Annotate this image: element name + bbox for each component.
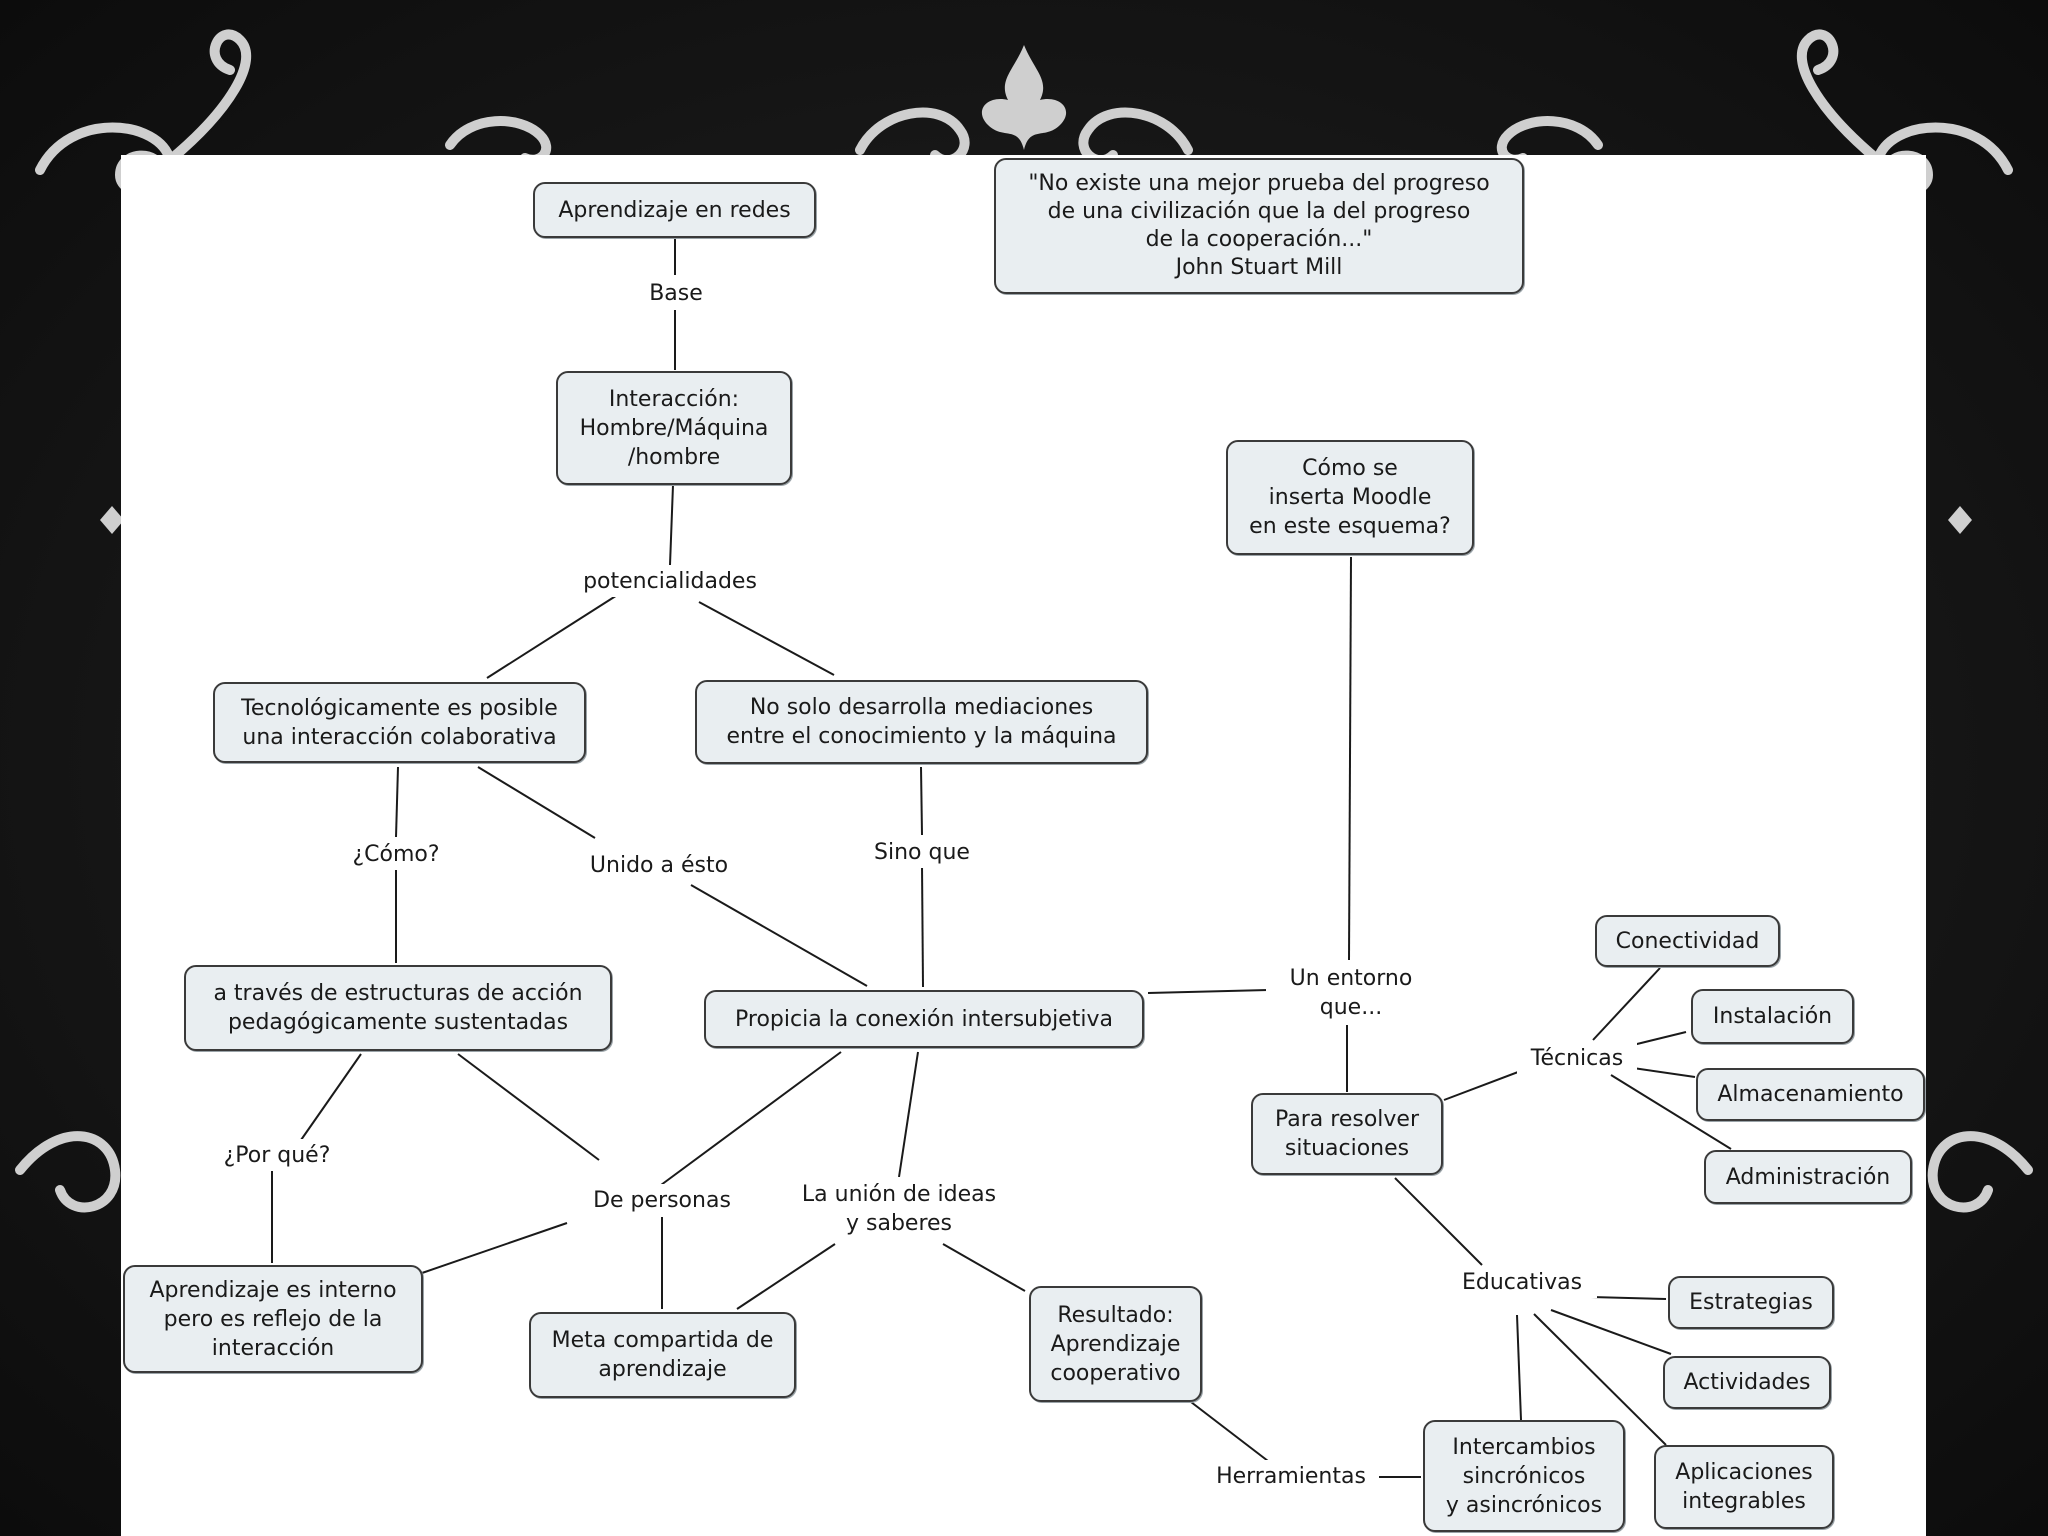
- ornament-mid-right-curl: [1496, 116, 1603, 165]
- line-tecnicas-administracion: [1610, 1074, 1732, 1150]
- node-conectividad: Conectividad: [1595, 915, 1780, 967]
- link-label-unido: Unido a ésto: [577, 849, 741, 881]
- node-tecnologicamente: Tecnológicamente es posible una interacc…: [213, 682, 586, 763]
- line-interaccion-potencialidades: [669, 484, 674, 566]
- line-depersonas-interno: [421, 1222, 568, 1274]
- node-no-solo: No solo desarrolla mediaciones entre el …: [695, 680, 1148, 764]
- ornament-left-lower: [15, 1131, 121, 1213]
- link-label-por-que: ¿Por qué?: [211, 1139, 343, 1171]
- line-potencialidades-tecnologicamente: [486, 584, 634, 679]
- node-para-resolver: Para resolver situaciones: [1251, 1093, 1443, 1175]
- node-instalacion: Instalación: [1691, 989, 1854, 1044]
- node-estrategias: Estrategias: [1668, 1276, 1834, 1329]
- line-propicia-union: [898, 1051, 919, 1178]
- line-potencialidades-nosolo: [698, 601, 835, 676]
- line-educativas-actividades: [1550, 1309, 1672, 1355]
- concept-map-canvas: "No existe una mejor prueba del progreso…: [121, 155, 1926, 1536]
- link-label-como: ¿Cómo?: [343, 838, 449, 870]
- line-resolver-tecnicas: [1443, 1068, 1527, 1101]
- node-administracion: Administración: [1704, 1150, 1912, 1204]
- line-unido-propicia: [690, 884, 868, 987]
- ornament-right-lower: [1927, 1131, 2033, 1213]
- node-intercambios: Intercambios sincrónicos y asincrónicos: [1423, 1420, 1625, 1532]
- ornament-center-fleur: [981, 45, 1067, 150]
- node-almacenamiento: Almacenamiento: [1696, 1068, 1925, 1121]
- node-propicia: Propicia la conexión intersubjetiva: [704, 990, 1144, 1048]
- ornament-mid-left-curl: [445, 116, 552, 165]
- line-educativas-aplicaciones: [1533, 1313, 1667, 1446]
- link-label-de-personas: De personas: [581, 1184, 743, 1216]
- line-atraves-depersonas: [457, 1053, 600, 1161]
- line-propicia-entorno: [1147, 989, 1269, 994]
- connector-lines: [271, 238, 1732, 1478]
- node-aprendizaje-en-redes: Aprendizaje en redes: [533, 182, 816, 238]
- line-educativas-intercambios: [1516, 1314, 1522, 1421]
- link-label-un-entorno: Un entorno que...: [1266, 961, 1436, 1025]
- link-label-educativas: Educativas: [1447, 1266, 1597, 1298]
- line-tecnologicamente-como: [395, 766, 399, 838]
- node-aplicaciones: Aplicaciones integrables: [1654, 1445, 1834, 1529]
- line-resultado-herramientas: [1190, 1401, 1269, 1462]
- link-label-base: Base: [638, 277, 714, 309]
- node-resultado: Resultado: Aprendizaje cooperativo: [1029, 1286, 1202, 1402]
- line-nosolo-sinoque: [920, 766, 923, 836]
- line-propicia-depersonas: [660, 1051, 842, 1186]
- link-label-union-ideas: La unión de ideas y saberes: [774, 1177, 1024, 1241]
- ornament-right-fleur: [1948, 506, 1972, 534]
- node-meta-compartida: Meta compartida de aprendizaje: [529, 1312, 796, 1398]
- node-actividades: Actividades: [1663, 1356, 1831, 1409]
- line-tecnicas-almacenamiento: [1632, 1067, 1696, 1078]
- ornament-center-left: [855, 107, 970, 166]
- link-label-sino-que: Sino que: [864, 836, 980, 868]
- line-atraves-porque: [300, 1053, 362, 1141]
- link-label-tecnicas: Técnicas: [1517, 1042, 1637, 1074]
- node-a-traves: a través de estructuras de acción pedagó…: [184, 965, 612, 1051]
- node-interaccion: Interacción: Hombre/Máquina /hombre: [556, 371, 792, 485]
- line-union-meta: [736, 1243, 836, 1310]
- ornament-left-scroll: [165, 29, 252, 165]
- node-aprendizaje-interno: Aprendizaje es interno pero es reflejo d…: [123, 1265, 423, 1373]
- line-union-resultado: [942, 1243, 1026, 1292]
- line-sinoque-propicia: [921, 864, 924, 988]
- line-tecnicas-conectividad: [1592, 967, 1661, 1041]
- link-label-potencialidades: potencialidades: [570, 565, 770, 597]
- line-tecnologicamente-unido: [477, 766, 596, 839]
- quote-box: "No existe una mejor prueba del progreso…: [994, 158, 1524, 294]
- link-label-herramientas: Herramientas: [1203, 1460, 1379, 1492]
- line-resolver-educativas: [1394, 1177, 1483, 1266]
- line-tecnicas-instalacion: [1632, 1031, 1687, 1046]
- node-como-moodle: Cómo se inserta Moodle en este esquema?: [1226, 440, 1474, 555]
- ornament-left-fleur: [100, 506, 124, 534]
- line-educativas-estrategias: [1590, 1296, 1667, 1300]
- line-moodle-entorno: [1348, 556, 1352, 961]
- ornament-center-right: [1078, 107, 1193, 166]
- ornament-right-scroll: [1796, 29, 1883, 165]
